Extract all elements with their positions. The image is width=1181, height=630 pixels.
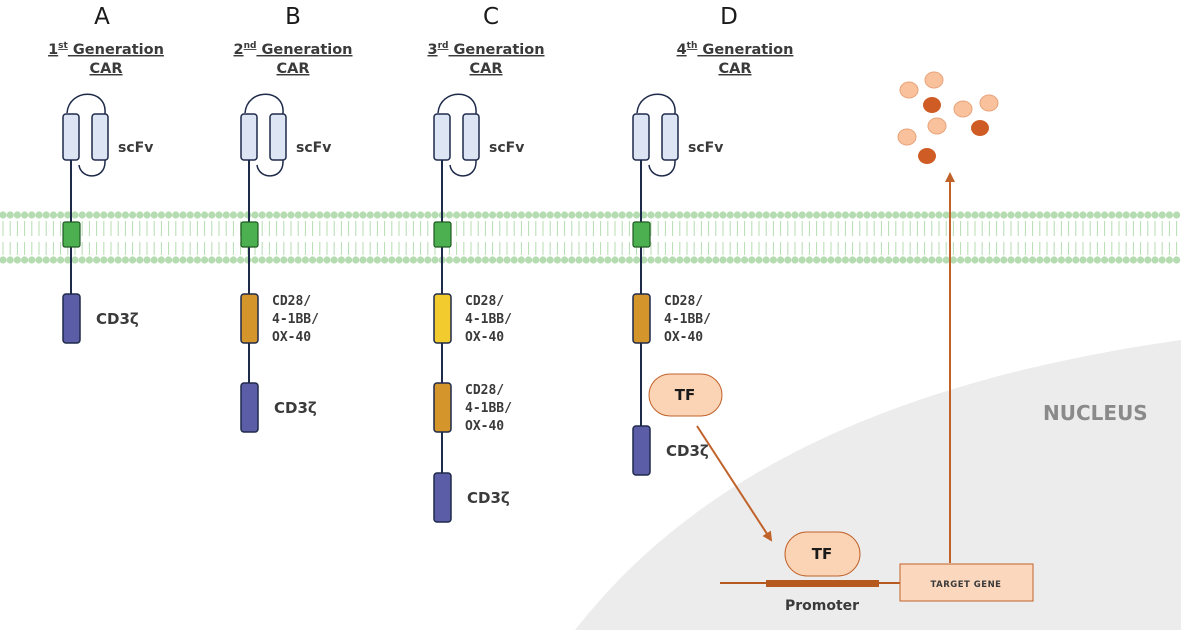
secreted-dot bbox=[923, 97, 941, 113]
cd3-zeta-label: CD3ζ bbox=[96, 310, 139, 328]
panel-letter: D bbox=[720, 4, 738, 30]
cd3-zeta-domain bbox=[433, 472, 452, 523]
scfv-domain bbox=[240, 93, 287, 177]
panel-letter: A bbox=[94, 4, 110, 30]
secreted-dot bbox=[918, 148, 936, 164]
tf-label-cytoplasm: TF bbox=[675, 386, 695, 404]
costim-label: 4-1BB/ bbox=[465, 401, 512, 416]
costim-label: OX-40 bbox=[465, 330, 504, 345]
tf-cytoplasm: TF bbox=[648, 373, 723, 417]
generation-subtitle: CAR bbox=[469, 61, 502, 77]
secreted-dot bbox=[979, 94, 999, 112]
generation-subtitle: CAR bbox=[718, 61, 751, 77]
transmembrane-domain bbox=[62, 221, 81, 248]
generation-subtitle: CAR bbox=[89, 61, 122, 77]
secreted-dot bbox=[953, 100, 973, 118]
cd3-zeta-domain bbox=[240, 382, 259, 433]
transmembrane-domain bbox=[433, 221, 452, 248]
promoter-label: Promoter bbox=[785, 598, 859, 614]
costim-label: CD28/ bbox=[465, 294, 504, 309]
scfv-label: scFv bbox=[489, 140, 524, 156]
nucleus-label: NUCLEUS bbox=[1043, 401, 1148, 425]
scfv-label: scFv bbox=[688, 140, 723, 156]
costim-label: CD28/ bbox=[272, 294, 311, 309]
panel-letter: B bbox=[285, 4, 301, 30]
cd3-zeta-label: CD3ζ bbox=[666, 442, 709, 460]
costim-label: OX-40 bbox=[272, 330, 311, 345]
costim-label: CD28/ bbox=[664, 294, 703, 309]
costim-domain bbox=[433, 382, 452, 433]
cd3-zeta-label: CD3ζ bbox=[274, 399, 317, 417]
costim-label: 4-1BB/ bbox=[272, 312, 319, 327]
cd3-zeta-domain bbox=[632, 425, 651, 476]
transmembrane-domain bbox=[240, 221, 259, 248]
costim-domain bbox=[240, 293, 259, 344]
target-gene-box: TARGET GENE bbox=[899, 563, 1034, 602]
costim-label: OX-40 bbox=[664, 330, 703, 345]
secreted-dot bbox=[924, 71, 944, 89]
secreted-molecules bbox=[897, 71, 999, 164]
costim-label: CD28/ bbox=[465, 383, 504, 398]
generation-title: 3rd Generation bbox=[427, 41, 544, 58]
cd3-zeta-domain bbox=[62, 293, 81, 344]
cell-membrane bbox=[0, 211, 1181, 264]
scfv-domain bbox=[632, 93, 679, 177]
secreted-dot bbox=[897, 128, 917, 146]
costim-domain bbox=[632, 293, 651, 344]
costim-label: 4-1BB/ bbox=[465, 312, 512, 327]
generation-title: 2nd Generation bbox=[233, 41, 352, 58]
scfv-domain bbox=[62, 93, 109, 177]
generation-subtitle: CAR bbox=[276, 61, 309, 77]
target-gene-label: TARGET GENE bbox=[930, 580, 1001, 590]
transmembrane-domain bbox=[632, 221, 651, 248]
secreted-dot bbox=[971, 120, 989, 136]
costim-domain bbox=[433, 293, 452, 344]
nucleus-region bbox=[575, 340, 1181, 630]
scfv-domain bbox=[433, 93, 480, 177]
generation-title: 4th Generation bbox=[677, 41, 794, 58]
costim-label: 4-1BB/ bbox=[664, 312, 711, 327]
scfv-label: scFv bbox=[118, 140, 153, 156]
cd3-zeta-label: CD3ζ bbox=[467, 489, 510, 507]
secreted-dot bbox=[899, 81, 919, 99]
scfv-label: scFv bbox=[296, 140, 331, 156]
tf-translocation-arrow bbox=[696, 425, 773, 542]
generation-title: 1st Generation bbox=[48, 41, 164, 58]
costim-label: OX-40 bbox=[465, 419, 504, 434]
tf-nucleus: TF bbox=[784, 531, 861, 577]
tf-label-nucleus: TF bbox=[812, 545, 832, 563]
promoter-region bbox=[766, 580, 879, 587]
secreted-dot bbox=[927, 117, 947, 135]
panel-letter: C bbox=[483, 4, 499, 30]
